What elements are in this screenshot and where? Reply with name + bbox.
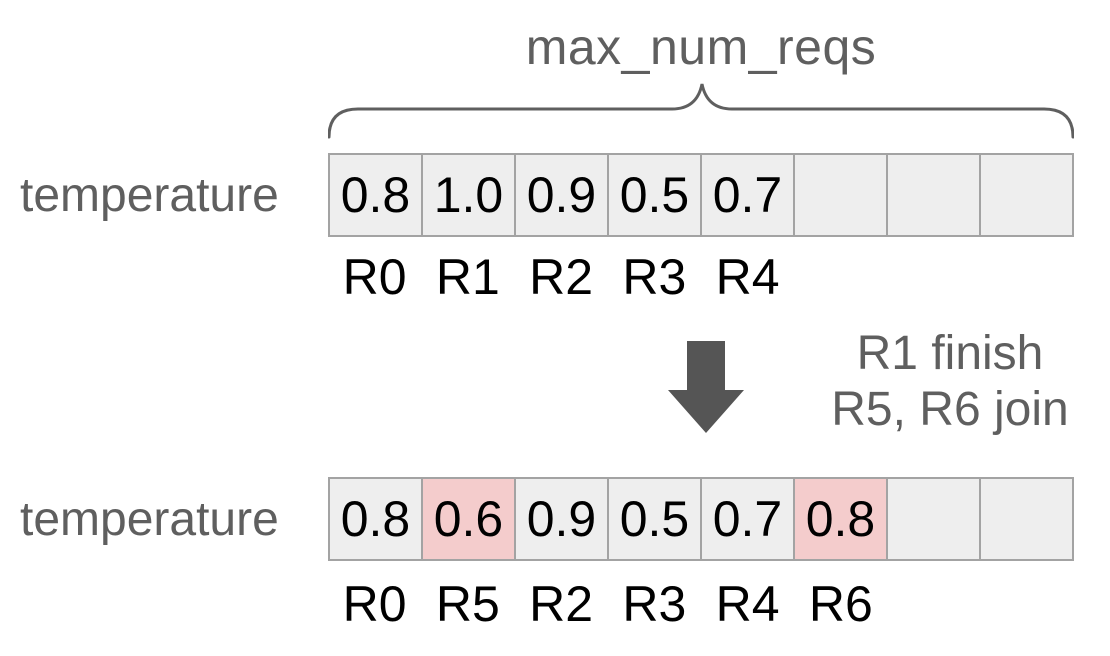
- request-label-empty: [888, 575, 981, 633]
- row1-cell-5: [793, 153, 888, 237]
- transition-line2: R5, R6 join: [831, 382, 1069, 436]
- request-label-r1: R1: [435, 249, 500, 305]
- transition-note: R1 finish R5, R6 join: [780, 326, 1110, 437]
- request-label-r2: R2: [529, 249, 594, 305]
- row2-cell-7: [979, 477, 1074, 561]
- row1-cell-4: 0.7: [700, 153, 795, 237]
- row1-cell-3: 0.5: [607, 153, 702, 237]
- request-label-empty: [888, 248, 981, 306]
- request-label-r3: R3: [622, 249, 687, 305]
- request-label-r0: R0: [342, 249, 407, 305]
- transition-line1: R1 finish: [856, 327, 1044, 380]
- row2-cell-5: 0.8: [793, 477, 888, 561]
- request-label-r3: R3: [622, 576, 687, 632]
- row2-cell-1: 0.6: [421, 477, 516, 561]
- down-arrow-icon: [668, 341, 744, 433]
- request-label-r5: R5: [435, 576, 500, 632]
- request-label-empty: [981, 248, 1074, 306]
- row1-temperature-label: temperature: [20, 168, 279, 222]
- row1-cell-6: [886, 153, 981, 237]
- row2-cell-0: 0.8: [328, 477, 423, 561]
- request-label-r0: R0: [342, 576, 407, 632]
- row2-request-labels: R0 R5 R2 R3 R4 R6: [328, 575, 1074, 633]
- row1-cell-1: 1.0: [421, 153, 516, 237]
- row1-request-labels: R0 R1 R2 R3 R4: [328, 248, 1074, 306]
- request-label-r6: R6: [808, 576, 873, 632]
- row2-array: 0.8 0.6 0.9 0.5 0.7 0.8: [328, 477, 1074, 561]
- row1-cell-7: [979, 153, 1074, 237]
- curly-brace-icon: [328, 83, 1074, 139]
- row1-array: 0.8 1.0 0.9 0.5 0.7: [328, 153, 1074, 237]
- row1-cell-2: 0.9: [514, 153, 609, 237]
- request-label-r2: R2: [529, 576, 594, 632]
- row2-temperature-label: temperature: [20, 492, 279, 546]
- row2-cell-4: 0.7: [700, 477, 795, 561]
- row2-cell-2: 0.9: [514, 477, 609, 561]
- row2-cell-6: [886, 477, 981, 561]
- request-label-r4: R4: [715, 576, 780, 632]
- request-label-r4: R4: [715, 249, 780, 305]
- request-label-empty: [794, 248, 887, 306]
- request-label-empty: [981, 575, 1074, 633]
- row1-cell-0: 0.8: [328, 153, 423, 237]
- row2-cell-3: 0.5: [607, 477, 702, 561]
- brace-label: max_num_reqs: [525, 19, 877, 75]
